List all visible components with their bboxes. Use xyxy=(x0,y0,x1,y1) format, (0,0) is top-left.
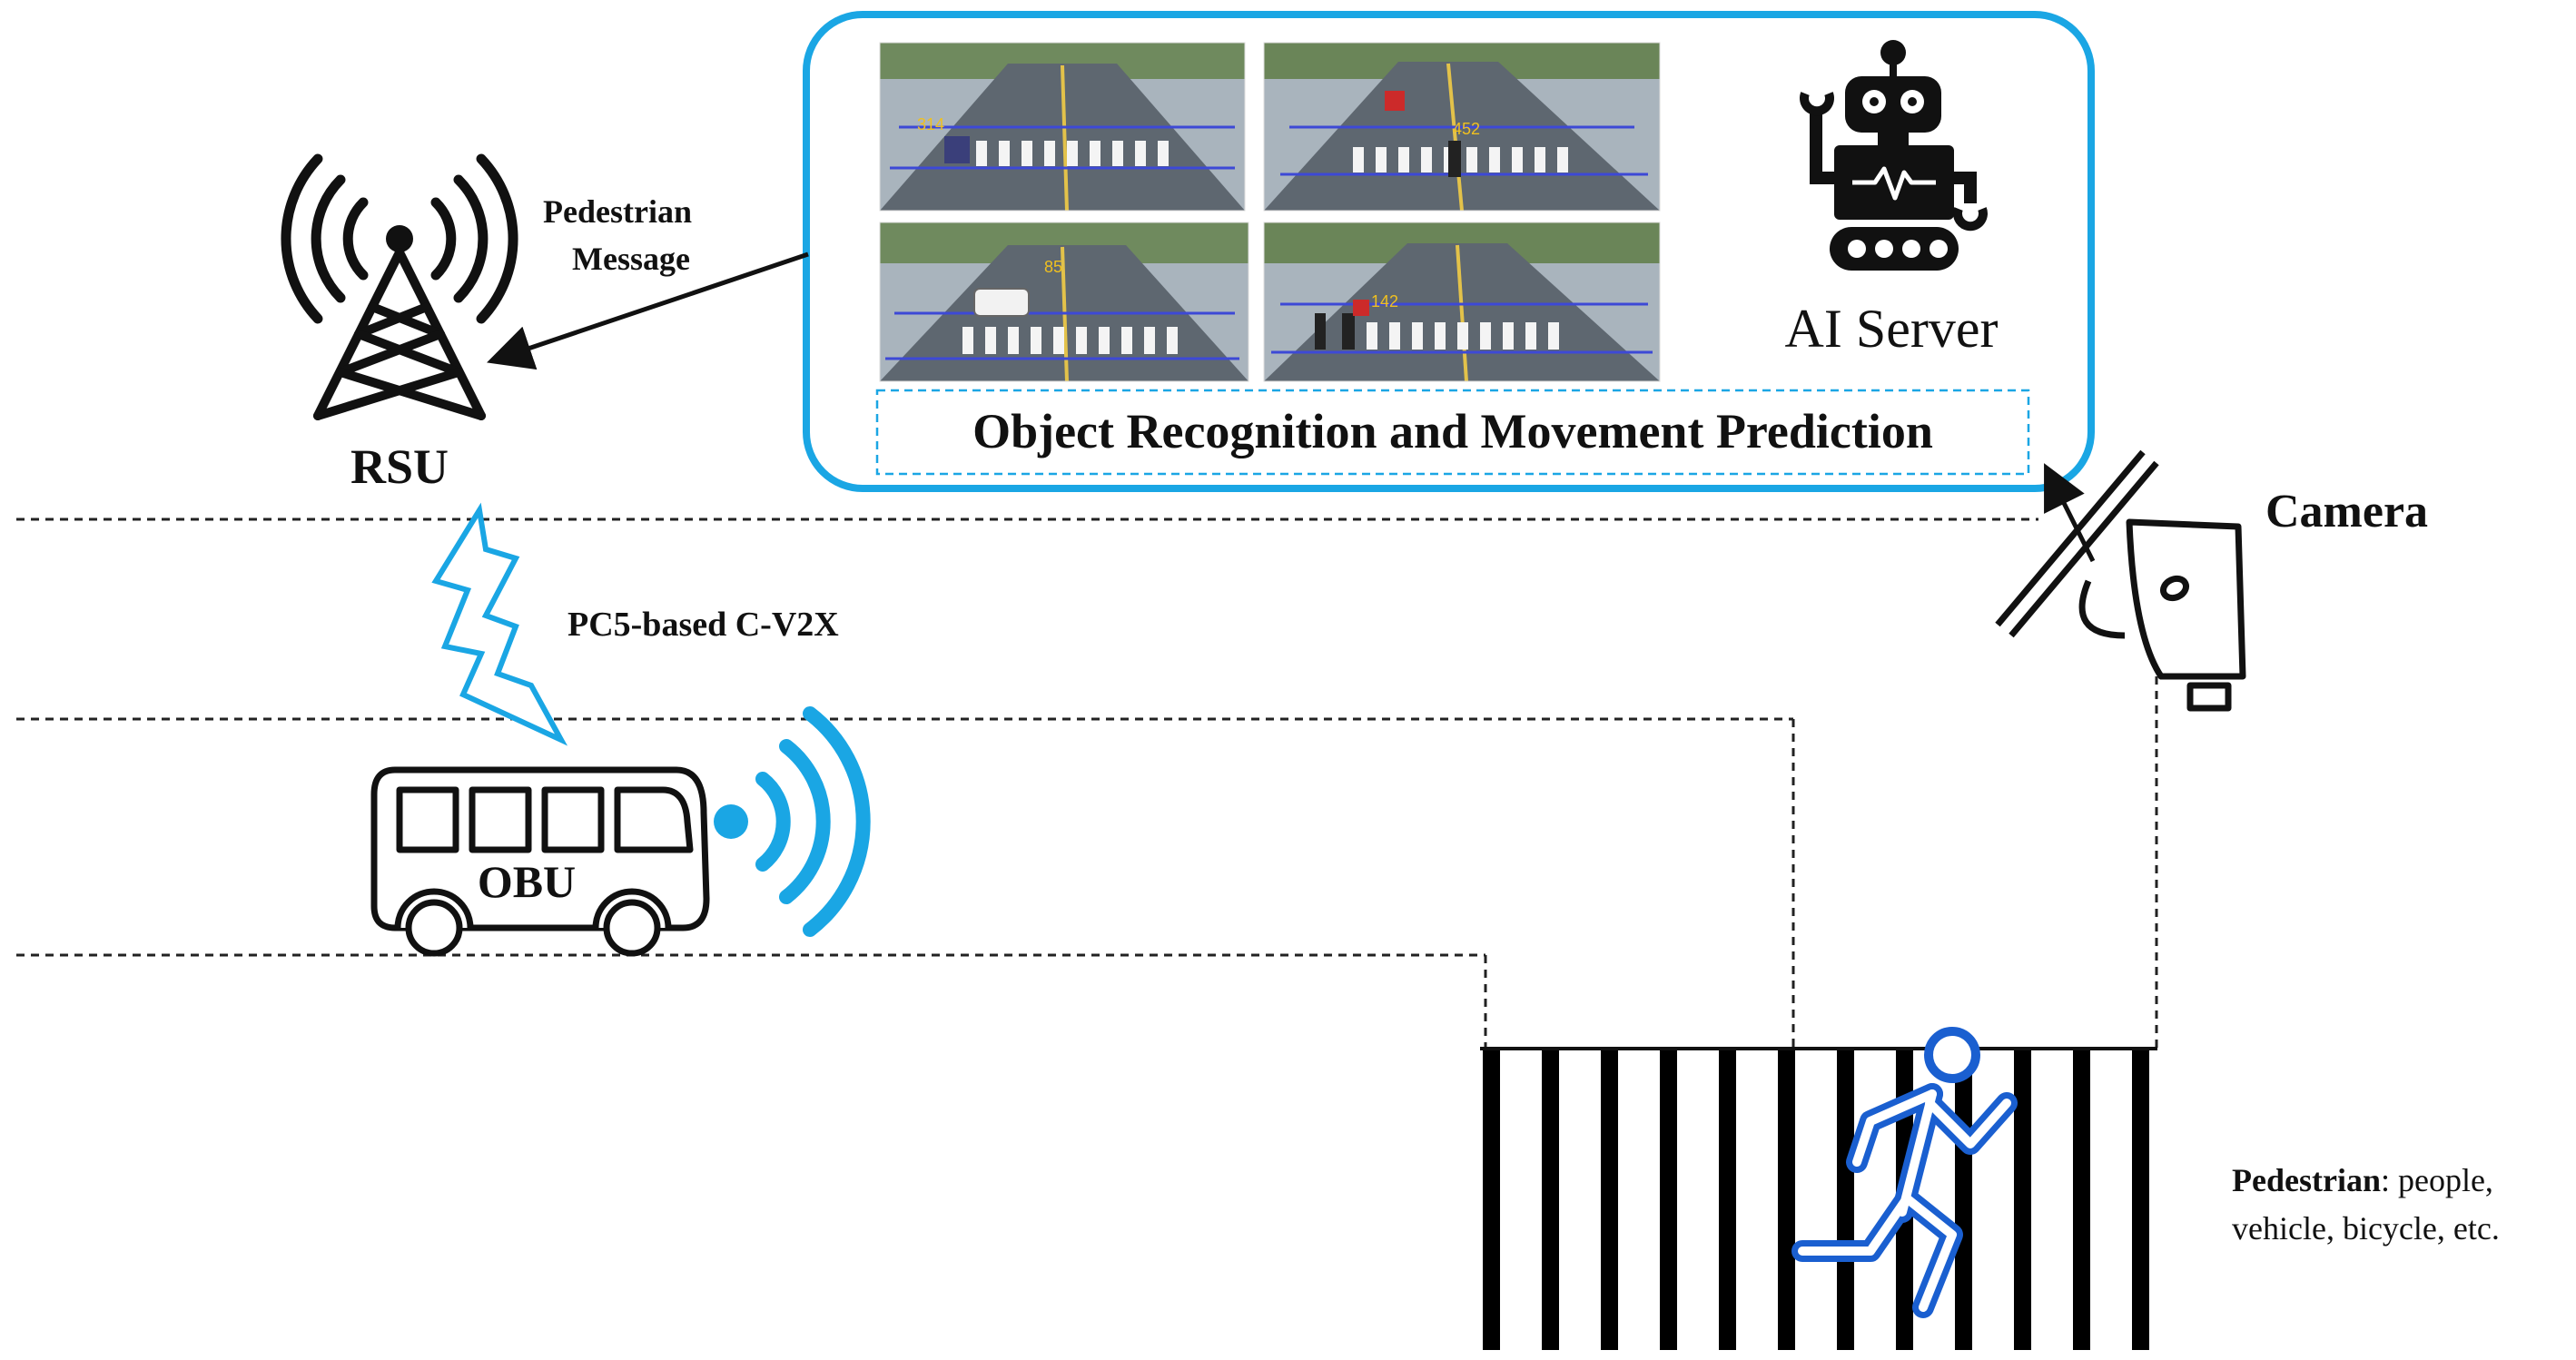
obu-label: OBU xyxy=(478,856,576,907)
camera-feed-1: 314 xyxy=(880,43,1245,211)
camera-feed-4: 142 xyxy=(1264,222,1660,381)
recognition-banner-box xyxy=(875,389,2030,476)
recognition-banner-label: Object Recognition and Movement Predicti… xyxy=(972,404,1933,458)
link-label: PC5-based C-V2X xyxy=(568,606,839,644)
rsu-label: RSU xyxy=(350,439,449,494)
camera-label: Camera xyxy=(2265,486,2428,537)
ai-server-panel: 314 452 xyxy=(803,11,2095,492)
message-label-line2: Message xyxy=(572,241,690,277)
feed-4-track-id: 142 xyxy=(1371,292,1398,310)
camera-feed-grid: 314 452 xyxy=(879,42,1661,382)
bus-icon xyxy=(370,766,710,957)
wireless-signal-icon xyxy=(714,706,871,937)
running-person-icon xyxy=(1791,1027,2018,1318)
message-label-line1: Pedestrian xyxy=(543,193,692,230)
crosswalk-icon xyxy=(1480,1047,2157,1350)
message-arrow xyxy=(487,251,809,370)
pedestrian-desc-line2: vehicle, bicycle, etc. xyxy=(2232,1210,2500,1247)
pedestrian-desc-term: Pedestrian xyxy=(2232,1162,2381,1198)
feed-1-track-id: 314 xyxy=(917,115,944,133)
camera-feed-3: 85 xyxy=(880,222,1249,381)
road-lines xyxy=(16,517,2158,1053)
feed-2-track-id: 452 xyxy=(1453,120,1480,138)
cctv-camera-icon xyxy=(1995,449,2246,712)
lightning-bolt-icon xyxy=(431,502,568,746)
camera-feed-2: 452 xyxy=(1264,43,1660,211)
feed-3-track-id: 85 xyxy=(1044,258,1062,276)
robot-icon xyxy=(1800,40,1988,271)
ai-server-label: AI Server xyxy=(1785,299,1999,359)
pedestrian-desc-rest: : people, xyxy=(2381,1162,2493,1198)
antenna-tower-icon xyxy=(281,153,518,420)
pedestrian-desc-line1: Pedestrian: people, xyxy=(2232,1162,2493,1198)
